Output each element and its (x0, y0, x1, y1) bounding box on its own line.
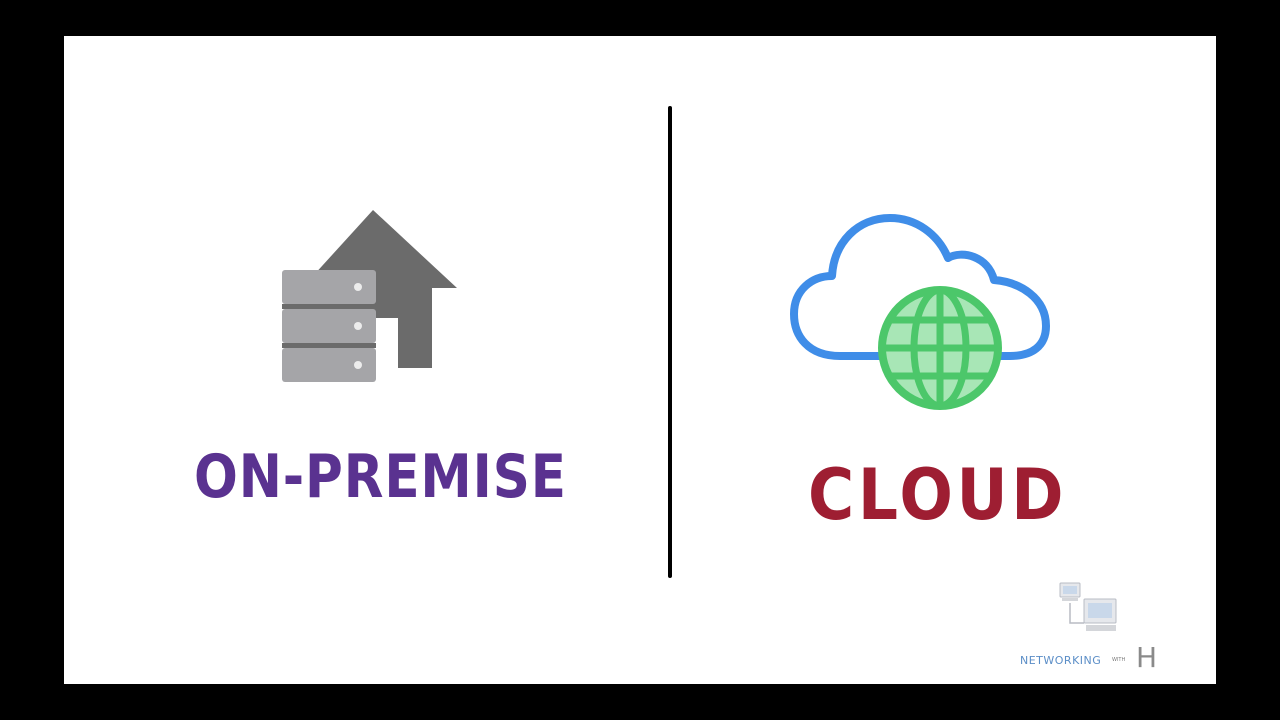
watermark-with: WITH (1112, 657, 1126, 663)
watermark-letter: H (1136, 641, 1158, 674)
networked-computers-icon (1059, 582, 1117, 631)
cloud-globe-icon (790, 214, 1050, 410)
networking-watermark: NETWORKING WITH H (1020, 581, 1170, 681)
watermark-text: NETWORKING (1020, 654, 1102, 667)
center-divider (668, 106, 672, 578)
slide-canvas: ON-PREMISE CLOUD NETWORKING WITH H (64, 36, 1216, 684)
cloud-label: CLOUD (808, 454, 1068, 536)
server-house-icon (282, 210, 457, 382)
on-premise-label: ON-PREMISE (194, 442, 567, 512)
